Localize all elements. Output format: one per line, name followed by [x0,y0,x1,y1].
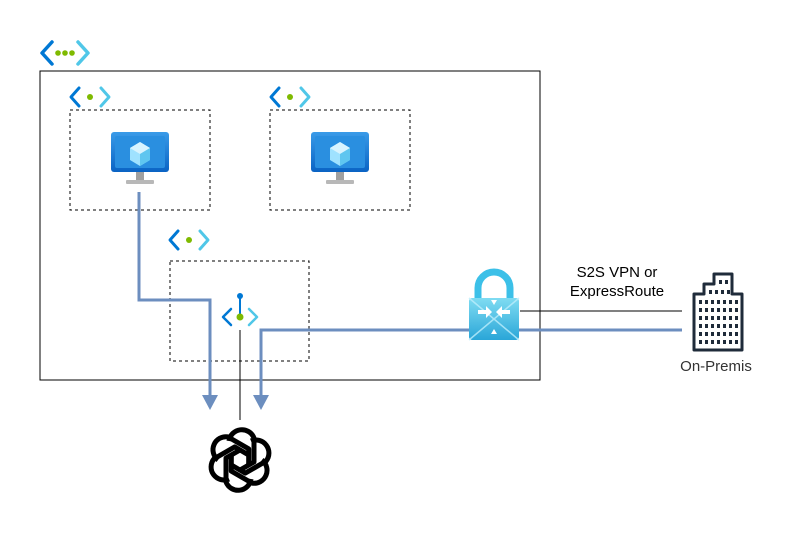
vnet-icon [40,40,90,66]
arrowhead-right [253,395,269,410]
onprem-to-openai-flow [259,328,682,398]
connection-label-line1: S2S VPN or [577,264,658,281]
connection-label-line2: ExpressRoute [570,283,664,300]
vnet-boundary [39,70,541,381]
vm-2-icon[interactable] [311,132,369,184]
subnet-2-icon [269,86,311,108]
flow-lines [137,192,682,398]
vm-1-icon[interactable] [111,132,169,184]
onprem-label: On-Premis [680,358,752,375]
vm1-to-openai-flow [137,192,212,398]
vpn-gateway-icon[interactable] [468,268,520,341]
openai-logo-icon[interactable] [207,427,273,493]
subnet-1-icon [69,86,111,108]
on-premises-building-icon[interactable] [692,272,744,352]
arrowhead-left [202,395,218,410]
subnet-3-icon [168,229,210,251]
private-endpoint-icon[interactable] [221,293,259,327]
